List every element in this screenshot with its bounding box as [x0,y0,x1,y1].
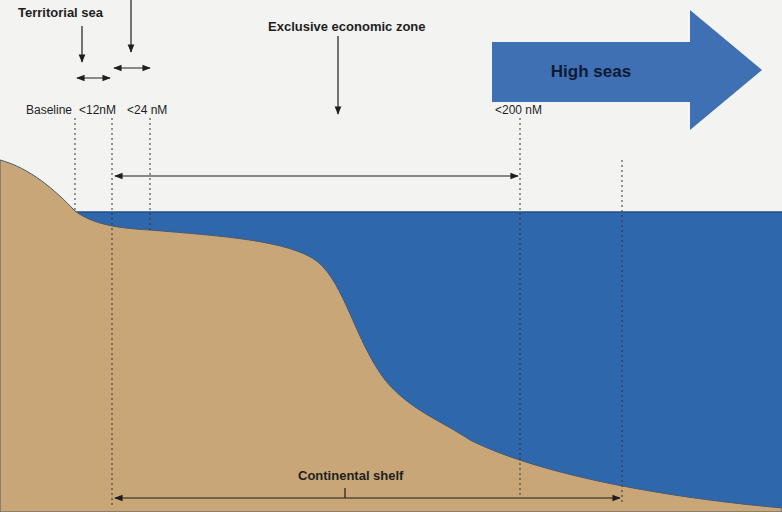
continental-shelf-span [115,497,620,498]
continental-shelf-tick [344,488,345,498]
high-seas-node: High seas [492,42,690,102]
sea-surface [74,211,782,213]
shelf-edge-line [622,160,623,505]
contiguous-zone-pointer [130,0,131,52]
zone-label: Territorial sea [18,6,103,20]
node-text: High seas [551,62,631,82]
two-hundred-mile-line [520,118,521,498]
territorial-sea-span [77,77,110,78]
zone-label: Continental shelf [298,469,403,483]
baseline-line [75,118,76,210]
territorial-sea-pointer [81,26,82,62]
zone-label: Exclusive economic zone [268,20,426,34]
boundary-label: Baseline [26,103,72,117]
eez-span [115,175,518,176]
twentyfour-mile-line [150,118,151,230]
distance-label: <24 nM [127,103,167,117]
eez-pointer [337,36,338,114]
land-and-seabed [0,160,782,512]
high-seas-arrow [492,10,762,130]
sky [0,0,782,212]
contiguous-zone-span [114,67,150,68]
distance-label: <12nM [79,103,116,117]
distance-label: <200 nM [495,103,542,117]
twelve-mile-line [112,118,113,505]
